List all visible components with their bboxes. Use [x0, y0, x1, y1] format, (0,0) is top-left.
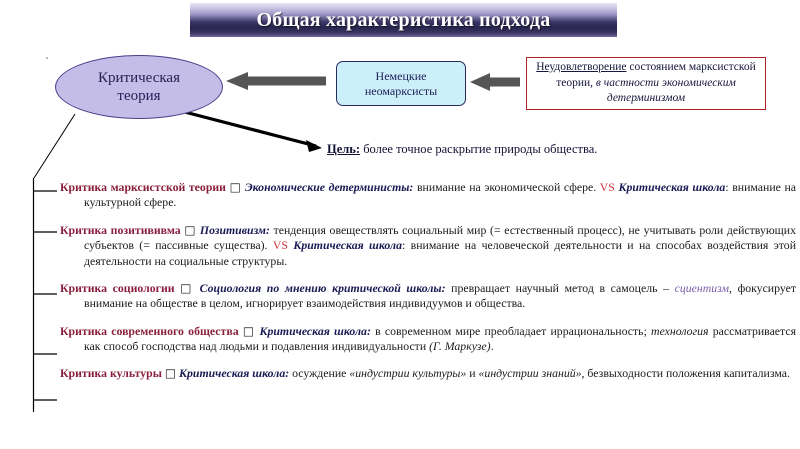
bullet-5-quote-2: «индустрии знаний» — [478, 365, 582, 380]
bullet-3-body-1: превращает научный метод в самоцель – — [445, 281, 675, 296]
oval-line-1: Критическая — [98, 70, 180, 86]
slide-title-banner: Общая характеристика подхода — [190, 3, 617, 37]
bullet-4-citation: (Г. Маркузе) — [429, 339, 491, 354]
list-item: Критика марксистской теории □ Экономичес… — [60, 180, 796, 211]
list-item: Критика современного общества □ Критичес… — [60, 324, 796, 355]
dissatisfaction-text: Неудовлетворение состоянием марксистской… — [527, 60, 765, 107]
bullet-5-quote-1: «индустрии культуры» — [349, 365, 467, 380]
bullet-3-emphasis: сциентизм — [674, 281, 729, 296]
square-icon: □ — [242, 323, 256, 338]
arrow-neomarxists-to-critical-theory — [226, 72, 326, 90]
list-item: Критика социологии □ Социология по мнени… — [60, 281, 796, 312]
arrow-dissatisfaction-to-neomarxists — [470, 73, 520, 91]
critical-theory-oval-text: Критическая теория — [98, 69, 180, 105]
goal-line: Цель: более точное раскрытие природы общ… — [327, 142, 757, 157]
bullet-4-emphasis: технология — [651, 323, 709, 338]
bullet-2-subject-2: Критическая школа — [293, 238, 402, 253]
bullet-1-vs: VS — [599, 180, 615, 194]
bullet-4-heading: Критика современного общества — [60, 323, 239, 338]
goal-label: Цель: — [327, 142, 361, 156]
oval-line-2: теория — [117, 88, 161, 104]
bullet-1-heading: Критика марксистской теории — [60, 180, 226, 194]
bullet-4-body-3: . — [490, 339, 494, 354]
dissatisfaction-underlined: Неудовлетворение — [536, 61, 627, 74]
german-neomarxists-text: Немецкие неомарксисты — [365, 69, 437, 99]
square-icon: □ — [184, 222, 197, 237]
bullet-5-body-2: и — [466, 365, 479, 380]
bullet-4-body-2: рассматривается как способ господства на… — [84, 323, 797, 354]
bullet-3-body-2: , фокусирует внимание на обществе в цело… — [84, 281, 797, 311]
cyan-line-2: неомарксисты — [364, 83, 438, 98]
bullet-5-body-3: , безвыходности положения капитализма. — [581, 365, 790, 380]
cyan-line-1: Немецкие — [375, 68, 427, 83]
bullet-2-vs: VS — [272, 238, 288, 253]
bullet-3-heading: Критика социологии — [60, 281, 175, 296]
square-icon: □ — [164, 365, 177, 380]
critical-theory-oval: Критическая теория — [55, 55, 223, 119]
bullet-1-body-1: внимание на экономической сфере. — [413, 180, 600, 194]
bullet-1-body-2: : внимание на культурной сфере. — [84, 180, 797, 210]
bullet-2-body-1: тенденция овеществлять социальный мир (=… — [84, 222, 796, 253]
bullet-1-subject-2: Критическая школа — [618, 180, 726, 194]
list-item: Критика позитививма □ Позитивизм: тенден… — [60, 223, 796, 269]
bullet-4-body-1: в современном мире преобладает иррациона… — [370, 323, 652, 338]
dissatisfaction-italic: в частности экономическим детерминизмом — [595, 76, 736, 105]
page-title: Общая характеристика подхода — [256, 8, 551, 31]
bullet-2-subject: Позитивизм: — [199, 222, 270, 237]
list-item: Критика культуры □ Критическая школа: ос… — [60, 366, 796, 381]
bullet-5-heading: Критика культуры — [60, 365, 162, 380]
bullet-4-subject: Критическая школа: — [259, 323, 371, 338]
bullet-5-body-1: осуждение — [289, 365, 350, 380]
goal-text: более точное раскрытие природы общества. — [360, 142, 598, 156]
bullet-2-body-2: : внимание на человеческой деятельности … — [84, 238, 797, 268]
decorative-dot — [46, 57, 48, 59]
german-neomarxists-box: Немецкие неомарксисты — [336, 61, 466, 106]
square-icon: □ — [229, 180, 242, 194]
bullet-5-subject: Критическая школа: — [178, 365, 290, 380]
dissatisfaction-box: Неудовлетворение состоянием марксистской… — [526, 57, 766, 110]
bullet-2-heading: Критика позитививма — [60, 222, 181, 237]
dissatisfaction-plain: состоянием марксистской теории, — [556, 61, 756, 89]
bullet-3-subject: Социология по мнению критической школы: — [199, 281, 446, 296]
square-icon: □ — [180, 281, 195, 296]
criticism-list: Критика марксистской теории □ Экономичес… — [60, 180, 796, 392]
bullet-1-subject: Экономические детерминисты: — [244, 180, 414, 194]
